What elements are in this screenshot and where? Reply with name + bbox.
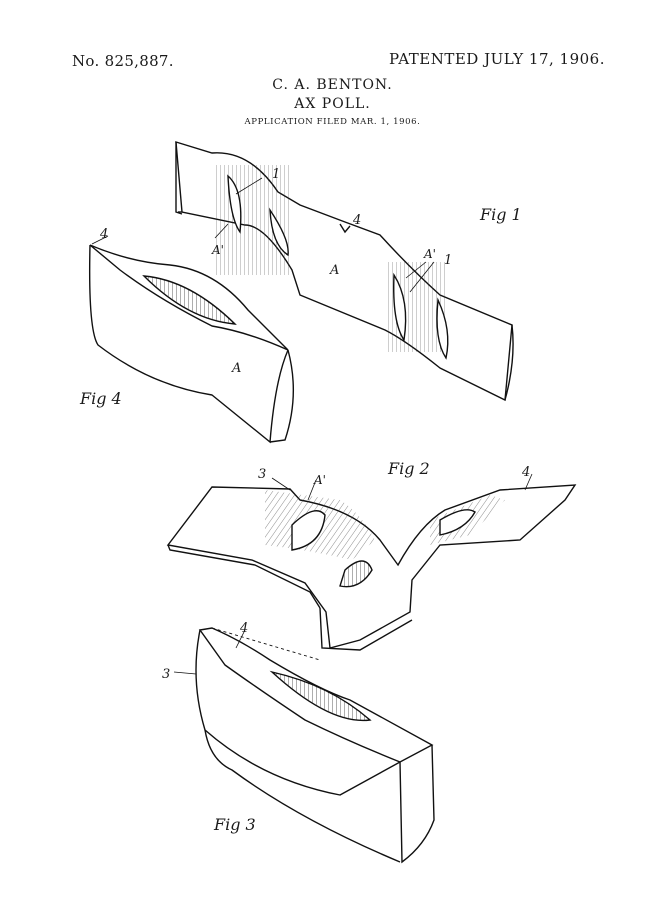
fig3-caption: Fig 3 bbox=[213, 815, 256, 834]
fig2-label-a-prime: A' bbox=[313, 473, 326, 487]
fig4-caption: Fig 4 bbox=[79, 389, 122, 408]
fig1-recess-left bbox=[227, 174, 242, 234]
fig3-label-4: 4 bbox=[239, 621, 248, 636]
fig1-end-right bbox=[504, 324, 514, 401]
figure-2 bbox=[166, 473, 577, 651]
fig1-edge bbox=[175, 142, 183, 215]
fig1-label-a: A bbox=[329, 263, 339, 278]
fig4-label-4: 4 bbox=[99, 227, 108, 242]
fig4-label-a: A bbox=[231, 361, 241, 376]
fig1-label-1-right: 1 bbox=[444, 253, 452, 268]
fig3-eye bbox=[269, 670, 372, 722]
fig1-label-a-prime-right: A' bbox=[423, 247, 436, 261]
fig1-caption: Fig 1 bbox=[479, 205, 522, 224]
fig2-recess-mid bbox=[339, 560, 373, 588]
fig2-recess-right bbox=[439, 509, 476, 536]
application-filed: APPLICATION FILED MAR. 1, 1906. bbox=[244, 117, 421, 127]
fig1-hatch-left bbox=[215, 165, 290, 275]
figure-1 bbox=[175, 141, 514, 402]
fig4-eye bbox=[142, 275, 237, 325]
fig2-label-4: 4 bbox=[521, 465, 530, 480]
inventor-name: C. A. BENTON. bbox=[272, 77, 393, 93]
fig2-recess-left bbox=[291, 510, 326, 551]
fig4-end-face bbox=[269, 349, 294, 443]
figure-3 bbox=[173, 627, 435, 864]
figure-4 bbox=[88, 235, 294, 444]
fig4-front-face bbox=[88, 244, 289, 444]
fig2-left-wing bbox=[166, 484, 577, 649]
fig3-seam bbox=[211, 627, 321, 661]
fig1-recess-right bbox=[393, 272, 407, 342]
fig2-base bbox=[319, 607, 413, 651]
patent-number: No. 825,887. bbox=[72, 52, 174, 70]
fig1-label-1-top: 1 bbox=[272, 167, 280, 182]
fig2-front-edge bbox=[167, 544, 321, 609]
fig3-bottom bbox=[204, 729, 401, 863]
fig2-caption: Fig 2 bbox=[387, 459, 430, 478]
fig3-end-face bbox=[399, 744, 435, 864]
patent-date: PATENTED JULY 17, 1906. bbox=[389, 50, 605, 68]
fig2-label-3: 3 bbox=[258, 467, 266, 482]
fig1-label-a-prime-top: A' bbox=[211, 243, 224, 257]
patent-title: AX POLL. bbox=[294, 96, 371, 112]
fig1-recess-far bbox=[436, 297, 449, 360]
fig3-front-face bbox=[195, 629, 401, 796]
fig3-label-3: 3 bbox=[162, 667, 170, 682]
fig1-label-4: 4 bbox=[352, 213, 361, 228]
fig1-recess-mid bbox=[269, 207, 289, 257]
